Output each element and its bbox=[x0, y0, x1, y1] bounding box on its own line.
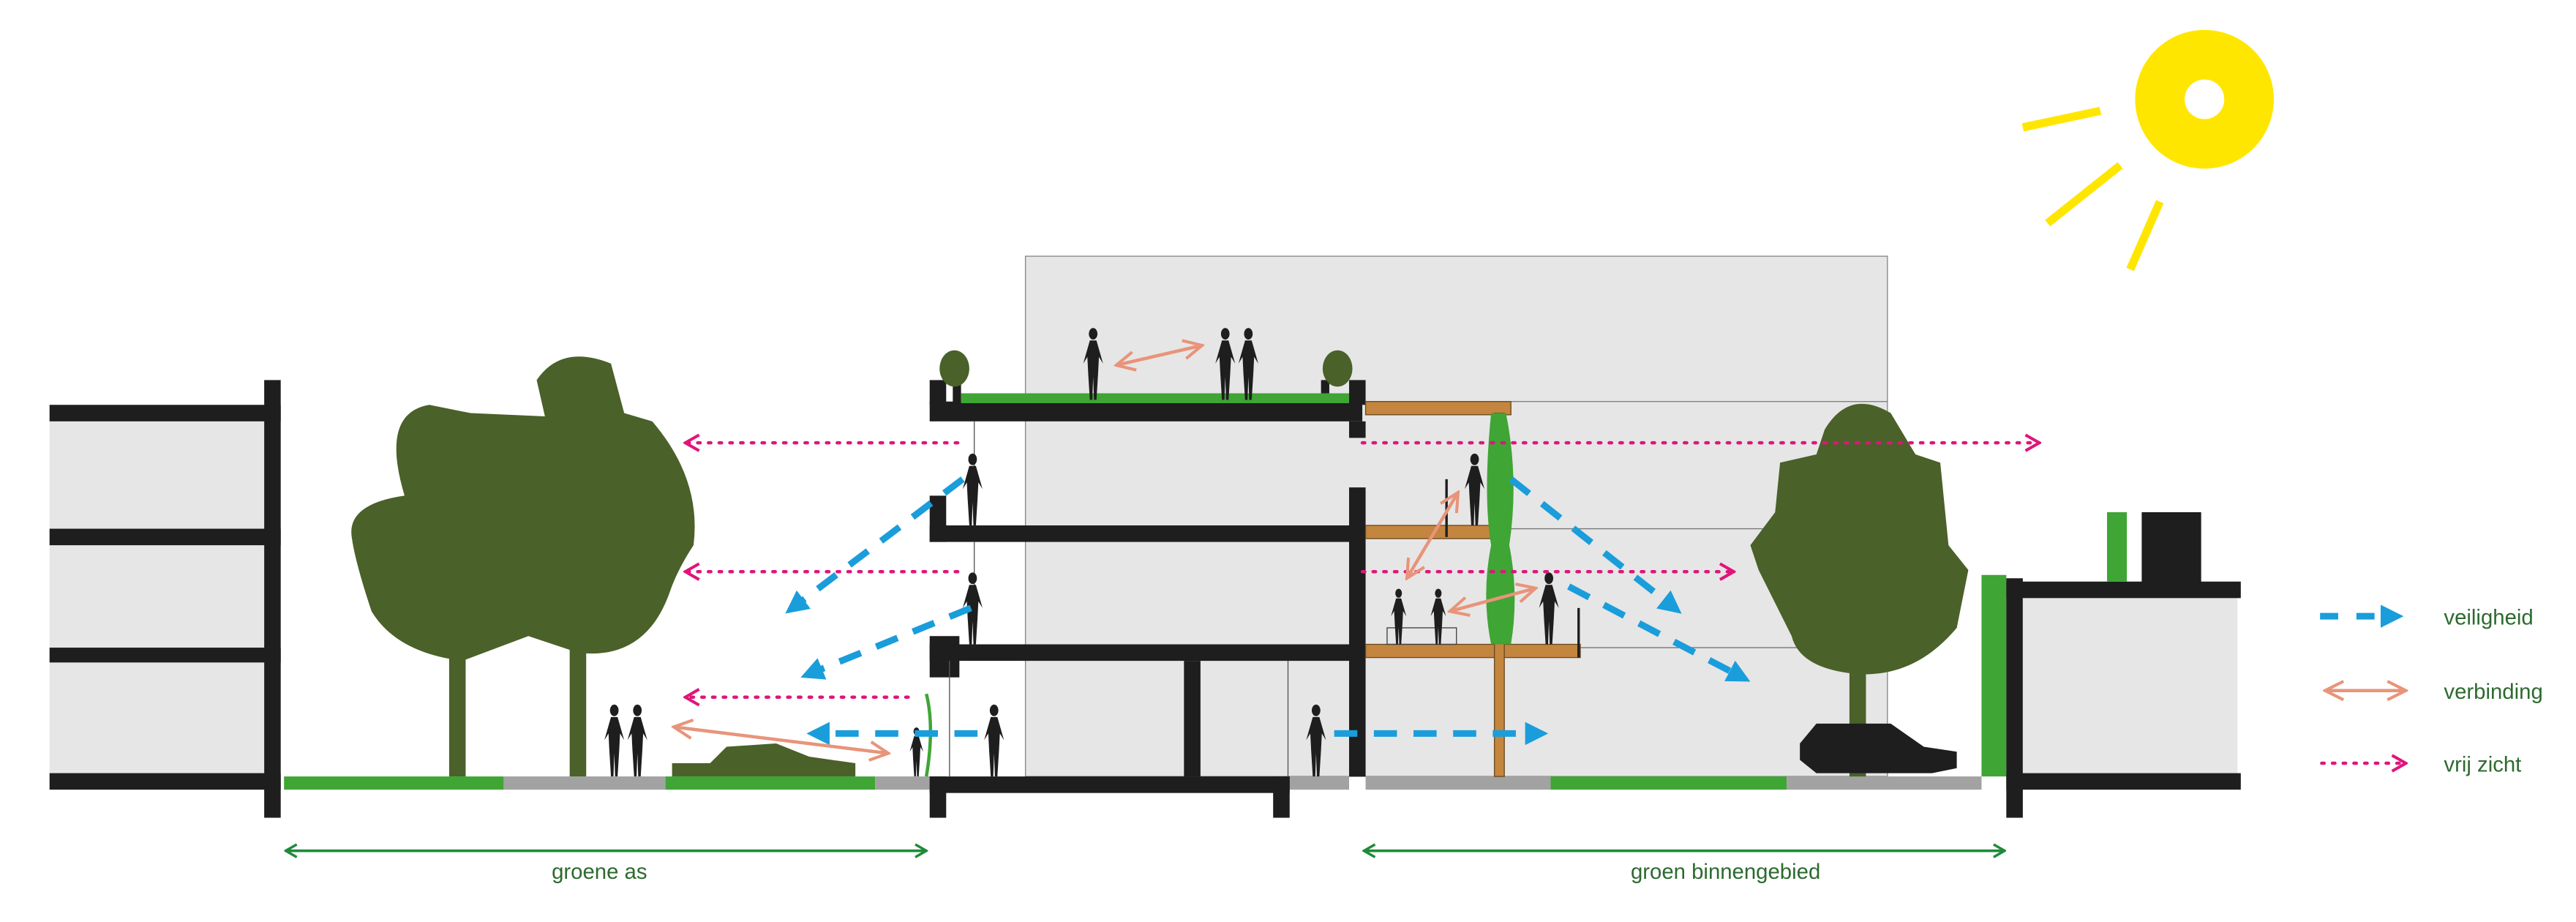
background-building bbox=[1024, 255, 1888, 777]
svg-text:verbinding: verbinding bbox=[2444, 680, 2542, 704]
legend-item-free-view: vrij zicht bbox=[2320, 752, 2521, 776]
shrub bbox=[672, 743, 856, 777]
legend: veiligheid verbinding vrij zicht bbox=[2320, 604, 2543, 776]
dimension-green-interior: groen binnengebied bbox=[1364, 851, 2005, 884]
dimension-green-axis: groene as bbox=[285, 851, 926, 884]
central-building bbox=[924, 350, 1366, 818]
green-axis-label: groene as bbox=[552, 860, 647, 884]
right-building bbox=[1981, 511, 2241, 818]
left-building bbox=[49, 380, 281, 818]
person-icon bbox=[627, 704, 647, 777]
sun-icon bbox=[2021, 29, 2274, 271]
person-icon bbox=[604, 704, 625, 777]
connection-arrows bbox=[674, 345, 1536, 753]
svg-text:vrij zicht: vrij zicht bbox=[2444, 752, 2521, 776]
legend-item-connection: verbinding bbox=[2325, 680, 2543, 704]
left-tree bbox=[351, 356, 695, 777]
green-interior-label: groen binnengebied bbox=[1631, 860, 1820, 884]
svg-text:veiligheid: veiligheid bbox=[2444, 605, 2533, 629]
free-view-arrows bbox=[686, 443, 2040, 697]
climbing-plant bbox=[1486, 413, 1515, 645]
car bbox=[1800, 723, 1957, 773]
legend-item-safety: veiligheid bbox=[2320, 604, 2534, 629]
person-icon bbox=[962, 453, 983, 526]
person-icon bbox=[984, 704, 1005, 777]
